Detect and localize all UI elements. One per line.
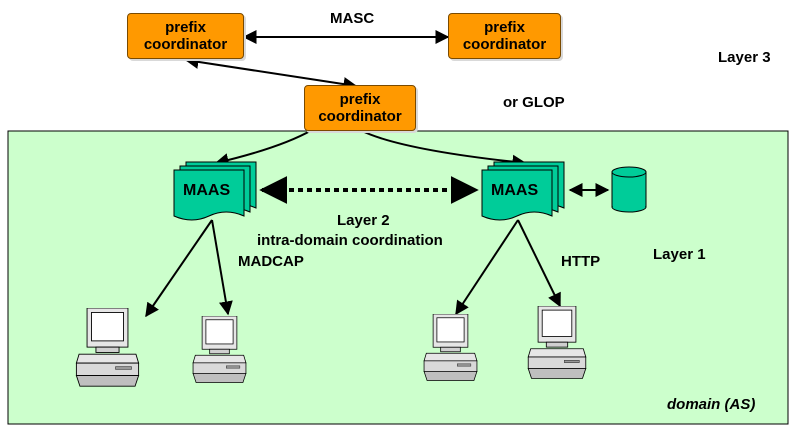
coordinator-label-line2: coordinator — [462, 36, 547, 53]
prefix-coordinator-top-left: prefix coordinator — [127, 13, 244, 59]
coordinator-label-line1: prefix — [484, 19, 525, 36]
coordinator-link — [184, 54, 358, 92]
prefix-coordinator-top-right: prefix coordinator — [448, 13, 561, 59]
maas-right — [481, 161, 565, 221]
database-icon — [611, 166, 647, 213]
layer3-label: Layer 3 — [718, 49, 771, 66]
coordinator-label-line1: prefix — [339, 91, 381, 108]
coordinator-label-line2: coordinator — [318, 108, 402, 125]
coordinator-label-line1: prefix — [165, 19, 206, 36]
arc-to-right-maas — [359, 129, 527, 169]
http-label: HTTP — [561, 253, 601, 270]
domain-label: domain (AS) — [667, 396, 756, 413]
maas-left-label: MAAS — [183, 182, 231, 199]
prefix-coordinator-mid: prefix coordinator — [304, 85, 416, 131]
arrow-to-pc-1 — [145, 219, 213, 318]
coordinator-label-line2: coordinator — [143, 36, 228, 53]
arrow-to-pc-4 — [517, 219, 561, 308]
layer1-label: Layer 1 — [653, 246, 706, 263]
madcap-label: MADCAP — [238, 253, 304, 270]
maas-right-label: MAAS — [491, 182, 539, 199]
layer2-label: Layer 2 — [337, 212, 390, 229]
glop-label: or GLOP — [503, 94, 565, 111]
arrow-to-pc-3 — [455, 219, 519, 316]
arc-to-left-maas — [214, 129, 313, 167]
maas-left — [173, 161, 257, 221]
arrow-to-pc-2 — [211, 219, 233, 316]
masc-label: MASC — [330, 10, 375, 27]
intra-domain-label: intra-domain coordination — [257, 232, 443, 249]
